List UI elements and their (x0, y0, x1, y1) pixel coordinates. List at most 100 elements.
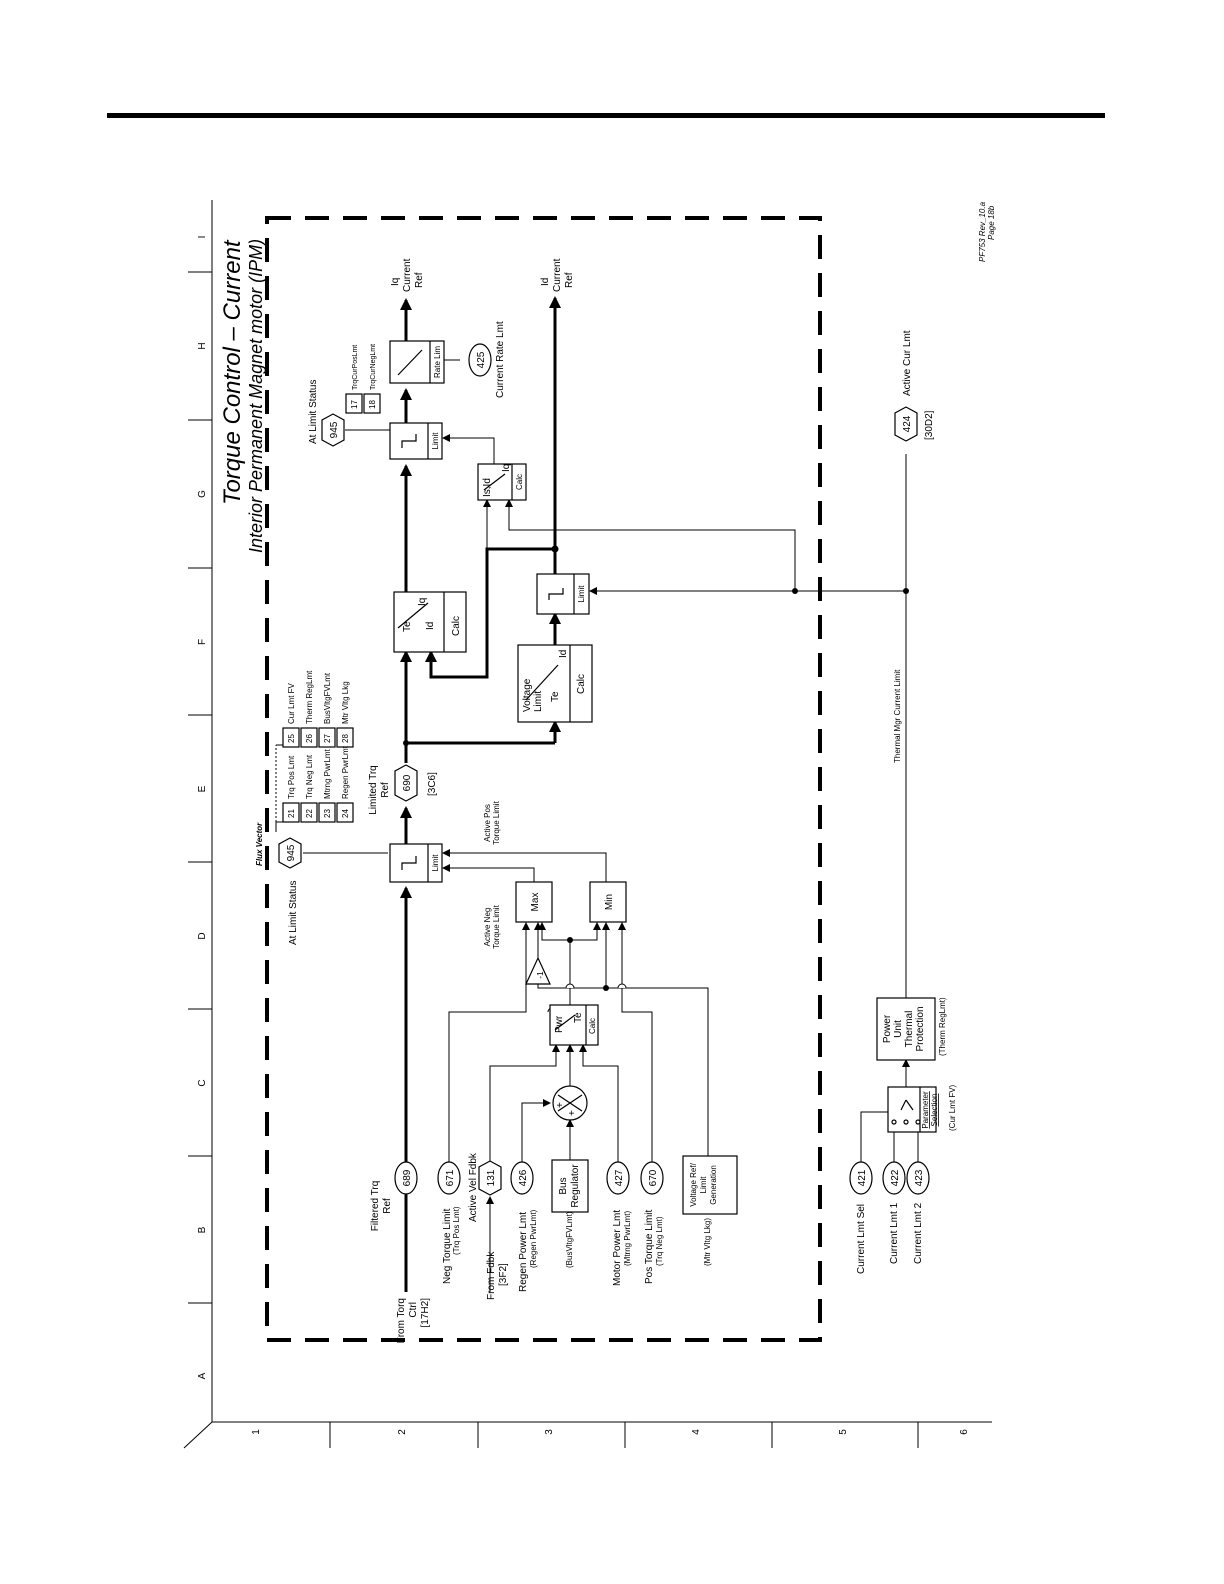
te-label-1: Te (402, 621, 413, 632)
bus-regulator-text: Bus Regulator (558, 1164, 581, 1208)
regen-power-lmt-sub: (Regen PwrLmt) (529, 1209, 538, 1268)
bit-24: 24 (341, 809, 350, 818)
bit-26-name: Therm RegLmt (305, 670, 314, 724)
signal-labels: From Torq Ctrl [17H2] Filtered Trq Ref N… (255, 258, 935, 1343)
col-label-i: I (197, 236, 208, 239)
bit-25: 25 (287, 734, 296, 743)
id-current-ref-label: Id Current Ref (540, 258, 575, 292)
iq-ref-line1: Iq (390, 278, 401, 286)
param-423: 423 (914, 1169, 925, 1186)
calc-label-pwr: Calc (588, 1018, 597, 1034)
row-label-5: 5 (838, 1429, 849, 1435)
filtered-trq-line2: Ref (382, 1198, 393, 1214)
thermal-line1: Power (882, 1014, 893, 1043)
revision-label: PF753 Rev_10.a (978, 201, 987, 262)
current-rate-lmt-label: Current Rate Lmt (495, 321, 506, 398)
current-lmt-2-label: Current Lmt 2 (913, 1202, 924, 1264)
active-neg-line2: Torque Limit (492, 904, 501, 948)
active-neg-line1: Active Neg (483, 908, 492, 947)
from-fdbk-line2: [3F2] (498, 1263, 509, 1286)
min-block (589, 881, 627, 923)
voltage-limit-calc-block (517, 644, 593, 723)
bit-22-name: Trq Neg Lmt (305, 754, 314, 799)
bus-regulator-block (551, 1159, 589, 1213)
id-label-2: Id (558, 650, 569, 658)
param-424: 424 (902, 415, 913, 432)
status-bits-table-b (345, 393, 381, 414)
from-torq-line2: Ctrl (408, 1302, 419, 1318)
col-label-e: E (197, 785, 208, 792)
page-number: Page 18b (987, 205, 996, 240)
neg-torque-limit-sub: (Trq Pos Lmt) (452, 1206, 461, 1255)
bus-regulator-line2: Regulator (570, 1164, 581, 1208)
bit-18: 18 (368, 400, 377, 409)
wires (275, 296, 919, 1292)
te-label-pwr: Te (573, 1012, 584, 1023)
iq-ref-line2: Current (402, 258, 413, 292)
neg1-label: -1 (536, 971, 545, 979)
cur-lmt-fv-sub: (Cur Lmt FV) (948, 1084, 957, 1131)
id-ref-line3: Ref (564, 272, 575, 288)
pos-torque-limit-sub: (Trq Neg Lmt) (655, 1216, 664, 1266)
param-689: 689 (402, 1169, 413, 1186)
from-fdbk-line1: From Fdbk (486, 1251, 497, 1300)
active-cur-lmt-label: Active Cur Lmt (902, 330, 913, 396)
motor-power-lmt-label: Motor Power Lmt (612, 1210, 623, 1286)
bit-21-name: Trq Pos Lmt (287, 755, 296, 799)
param-945-a: 945 (286, 844, 297, 861)
motor-power-lmt-sub: (Mtrng PwrLmt) (623, 1211, 632, 1266)
from-torq-line3: [17H2] (420, 1298, 431, 1328)
id-label-1: Id (425, 622, 436, 630)
param-ovals (278, 343, 930, 1196)
col-label-a: A (197, 1372, 208, 1379)
limit-label-2: Limit (431, 432, 440, 450)
ref-3c6: [3C6] (427, 772, 438, 796)
bit-23: 23 (323, 809, 332, 818)
neg-torque-limit-label: Neg Torque Limit (442, 1208, 453, 1284)
from-torq-ctrl-label: From Torq Ctrl [17H2] (396, 1298, 431, 1344)
dashed-boundary (265, 216, 822, 1342)
pos-torque-limit-label: Pos Torque Limit (644, 1209, 655, 1284)
col-label-f: F (197, 639, 208, 645)
mtr-vltg-lkg-sub: (Mtr Vltg Lkg) (703, 1218, 712, 1266)
row-label-6: 6 (959, 1429, 970, 1435)
blocks (282, 340, 937, 1215)
current-lmt-sel-label: Current Lmt Sel (856, 1204, 867, 1274)
voltage-ref-line1: Voltage Ref/ (689, 1162, 698, 1206)
voltage-ref-text: Voltage Ref/ Limit Generation (689, 1162, 718, 1206)
voltage-ref-line2: Limit (699, 1176, 708, 1194)
param-670: 670 (648, 1169, 659, 1186)
header-rule (107, 113, 1105, 118)
from-fdbk-label: From Fdbk [3F2] (486, 1251, 509, 1300)
param-690: 690 (402, 774, 413, 791)
limited-trq-line2: Ref (380, 782, 391, 798)
row-label-1: 1 (251, 1429, 262, 1435)
therm-reglmt-sub: (Therm RegLmt) (938, 997, 947, 1056)
plus-label-1: + (555, 1102, 566, 1108)
limit-label-3: Limit (577, 585, 586, 603)
param-945-b: 945 (329, 421, 340, 438)
flux-vector-label: Flux Vector (255, 822, 264, 866)
rate-lim-label: Rate Lim (433, 346, 442, 378)
bit-28: 28 (341, 734, 350, 743)
is-id-label: Is,Id (482, 478, 493, 497)
col-label-g: G (197, 490, 208, 498)
thermal-protection-text: Power Unit Thermal Protection (882, 1006, 926, 1051)
bit-24-name: Regen PwrLmt (341, 745, 350, 799)
row-labels: 1 2 3 4 5 6 (251, 1429, 970, 1435)
param-426: 426 (518, 1169, 529, 1186)
page-title: Torque Control – Current (219, 239, 246, 505)
is-id-calc-block (477, 463, 527, 501)
param-numbers: 689 671 131 426 427 670 421 422 423 945 … (286, 351, 925, 1186)
calc-label-1: Calc (451, 616, 462, 636)
ref-30d2: [30D2] (924, 410, 935, 440)
at-limit-status-label-1: At Limit Status (288, 881, 299, 945)
col-label-c: C (197, 1079, 208, 1086)
min-label: Min (604, 894, 615, 910)
param-427: 427 (614, 1169, 625, 1186)
active-pos-torque-label: Active Pos Torque Limit (483, 800, 501, 844)
voltage-limit-text: Voltage Limit (522, 678, 544, 712)
row-label-2: 2 (397, 1429, 408, 1435)
voltage-ref-limit-block (682, 1155, 738, 1215)
from-torq-line1: From Torq (396, 1298, 407, 1343)
